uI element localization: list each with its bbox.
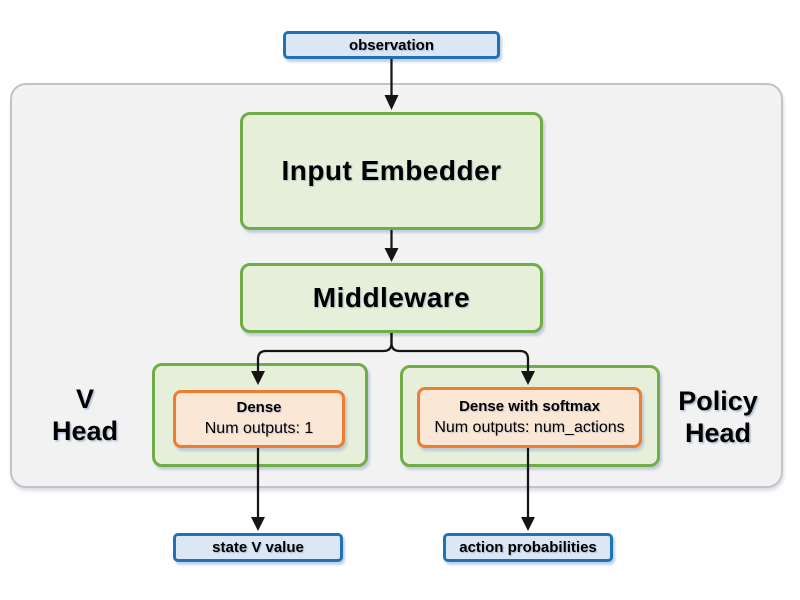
action-probabilities-box: action probabilities (443, 533, 613, 562)
policy-head-label-line1: Policy (678, 386, 758, 416)
policy-head-dense-box: Dense with softmax Num outputs: num_acti… (417, 387, 642, 448)
input-embedder-label: Input Embedder (281, 155, 502, 186)
input-embedder-box: Input Embedder (240, 112, 543, 230)
v-head-label-line2: Head (51, 415, 119, 446)
observation-label: observation (348, 36, 435, 54)
v-dense-subtitle: Num outputs: 1 (204, 420, 314, 438)
arrowhead-policy-head-to-output (521, 517, 535, 531)
action-probabilities-label: action probabilities (459, 539, 597, 556)
middleware-label: Middleware (312, 282, 471, 313)
policy-head-label-line2: Head (684, 417, 752, 448)
v-head-dense-box: Dense Num outputs: 1 (173, 390, 345, 448)
v-head-label: V Head (30, 384, 140, 448)
v-head-label-line1: V (75, 384, 94, 414)
observation-box: observation (283, 31, 500, 59)
middleware-box: Middleware (240, 263, 543, 333)
policy-dense-subtitle: Num outputs: num_actions (434, 418, 625, 436)
v-dense-title: Dense (236, 399, 282, 417)
policy-dense-title: Dense with softmax (459, 397, 600, 415)
state-v-value-box: state V value (173, 533, 343, 562)
state-v-value-label: state V value (212, 539, 304, 556)
arrowhead-v-head-to-output (251, 517, 265, 531)
policy-head-label: Policy Head (662, 386, 774, 450)
